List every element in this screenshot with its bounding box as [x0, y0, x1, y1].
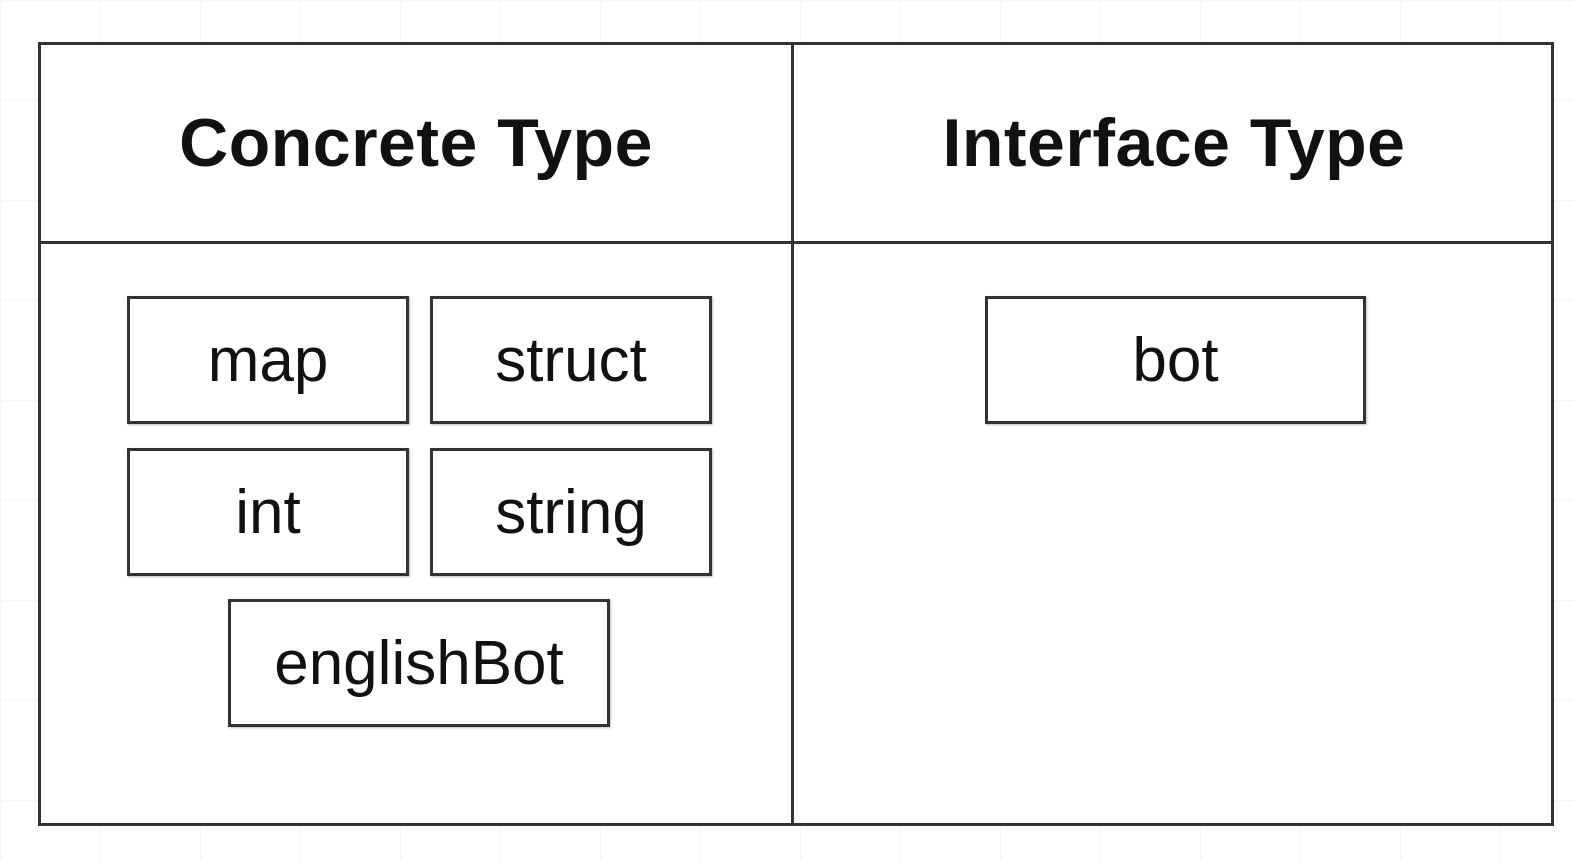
concrete-type-header: Concrete Type — [179, 105, 653, 181]
header-divider — [41, 241, 1551, 244]
interface-type-header: Interface Type — [942, 105, 1406, 181]
type-box-int: int — [127, 448, 409, 576]
type-box-map: map — [127, 296, 409, 424]
type-box-struct: struct — [430, 296, 712, 424]
type-box-string: string — [430, 448, 712, 576]
type-diagram: Concrete Type Interface Type map struct … — [38, 42, 1554, 826]
column-divider — [791, 45, 794, 823]
type-box-englishbot: englishBot — [228, 599, 610, 727]
type-box-bot: bot — [985, 296, 1366, 424]
